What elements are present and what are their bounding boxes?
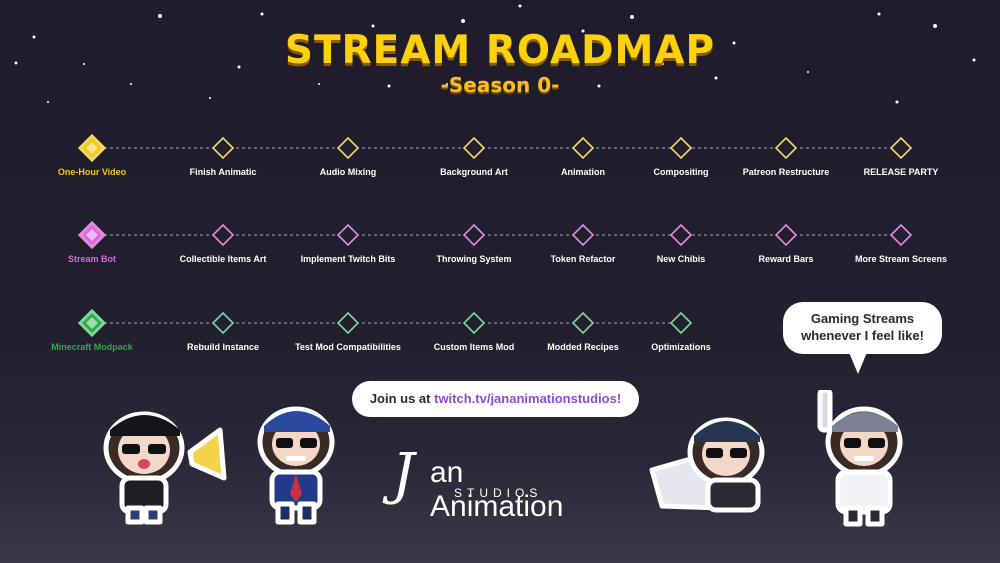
milestone-label: Collectible Items Art — [179, 254, 267, 264]
logo-name: an Animation — [430, 456, 564, 523]
milestone-label: RELEASE PARTY — [863, 167, 939, 177]
milestone-label: Animation — [561, 167, 605, 177]
gaming-bubble: Gaming Streams whenever I feel like! — [783, 302, 942, 354]
milestone-label: Background Art — [440, 167, 508, 177]
milestone-label: Rebuild Instance — [186, 342, 260, 352]
milestone-diamond-icon — [571, 136, 595, 160]
join-bubble: Join us at twitch.tv/jananimationstudios… — [352, 381, 639, 417]
twitch-link[interactable]: twitch.tv/jananimationstudios! — [434, 391, 622, 406]
milestone-diamond-icon — [462, 223, 486, 247]
milestone-diamond-icon — [211, 311, 235, 335]
studio-logo: J an Animation STUDIOS — [392, 442, 602, 523]
milestone-diamond-icon — [211, 136, 235, 160]
milestone-diamond-icon — [211, 223, 235, 247]
page-title: STREAM ROADMAP — [284, 28, 716, 73]
milestone-diamond-icon — [571, 311, 595, 335]
milestone-label: Throwing System — [436, 254, 512, 264]
milestone-diamond-icon — [336, 311, 360, 335]
milestone-label: One-Hour Video — [57, 167, 127, 177]
gaming-bubble-tail — [848, 350, 868, 374]
milestone-diamond-icon — [889, 136, 913, 160]
milestone-diamond-icon — [889, 223, 913, 247]
chibi-megaphone — [103, 411, 227, 525]
milestone-diamond-icon — [336, 136, 360, 160]
milestone-label: Custom Items Mod — [433, 342, 515, 352]
milestone-diamond-icon — [571, 223, 595, 247]
gaming-line-2: whenever I feel like! — [801, 328, 924, 343]
gaming-line-1: Gaming Streams — [810, 311, 915, 326]
milestone-diamond-icon — [462, 136, 486, 160]
milestone-diamond-icon — [669, 223, 693, 247]
milestone-active-icon — [86, 317, 98, 329]
roadmap-lines — [77, 133, 913, 338]
milestone-label: Minecraft Modpack — [51, 342, 133, 352]
milestone-label: More Stream Screens — [854, 254, 948, 264]
milestone-label: Token Refactor — [550, 254, 616, 264]
milestone-label: New Chibis — [656, 254, 706, 264]
milestone-diamond-icon — [774, 136, 798, 160]
milestone-diamond-icon — [669, 311, 693, 335]
milestone-active-icon — [86, 229, 98, 241]
milestone-label: Compositing — [653, 167, 709, 177]
milestone-active-icon — [86, 142, 98, 154]
milestone-label: Reward Bars — [758, 254, 814, 264]
milestone-label: Finish Animatic — [189, 167, 257, 177]
milestone-label: Stream Bot — [67, 254, 117, 264]
milestone-label: Patreon Restructure — [742, 167, 830, 177]
milestone-label: Implement Twitch Bits — [300, 254, 396, 264]
milestone-diamond-icon — [669, 136, 693, 160]
chibi-lounging — [649, 417, 765, 513]
milestone-diamond-icon — [462, 311, 486, 335]
logo-tagline: STUDIOS — [454, 486, 543, 500]
milestone-label: Optimizations — [651, 342, 711, 352]
milestone-label: Test Mod Compatibilities — [295, 342, 401, 352]
chibi-suit — [257, 406, 335, 525]
logo-letter: J — [392, 442, 415, 507]
milestone-label: Audio Mixing — [319, 167, 377, 177]
milestone-diamond-icon — [774, 223, 798, 247]
join-text: Join us at — [369, 391, 435, 406]
milestone-label: Modded Recipes — [547, 342, 619, 352]
page-subtitle: -Season 0- — [440, 73, 560, 97]
chibi-scientist — [817, 390, 903, 527]
milestone-diamond-icon — [336, 223, 360, 247]
